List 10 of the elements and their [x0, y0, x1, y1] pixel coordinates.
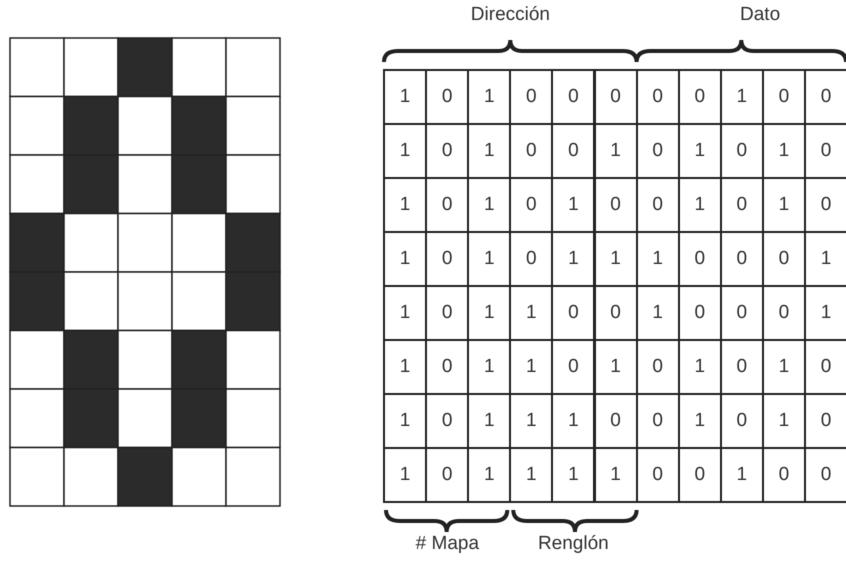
bracket-label: # Mapa: [416, 533, 480, 555]
bracket-label: Renglón: [538, 533, 609, 555]
bracket-label: Dato: [740, 4, 780, 26]
table-cell: 0: [551, 69, 596, 125]
table-cell: 1: [551, 447, 596, 503]
table-cell: 0: [594, 69, 638, 125]
bracket-label: Dirección: [470, 4, 550, 26]
table-cell: 1: [383, 447, 428, 503]
table-cell: 1: [383, 69, 428, 125]
table-cell: 1: [594, 447, 638, 503]
